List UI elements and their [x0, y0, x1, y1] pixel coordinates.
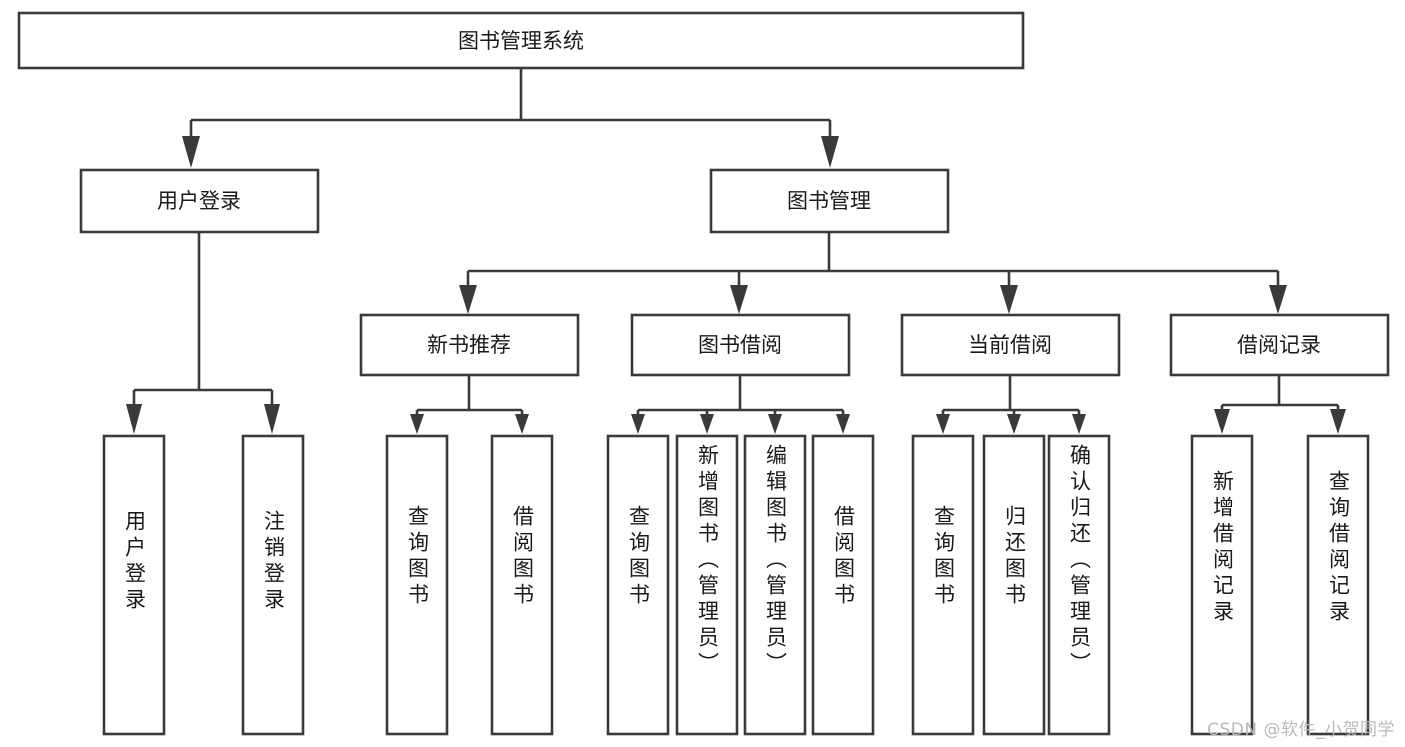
leaf-node-logout[interactable]: [241, 434, 305, 736]
node-root-rect: [17, 11, 1025, 70]
arrow-head-icon: [459, 285, 477, 314]
leaf-rect: [385, 434, 449, 736]
arrow-head-icon: [1007, 414, 1021, 434]
arrow-head-icon: [836, 414, 850, 434]
leaf-rect: [1190, 434, 1254, 736]
arrow-head-icon: [631, 414, 645, 434]
connector-new-book-to-leaves: [410, 375, 529, 434]
leaf-rect: [675, 434, 739, 736]
arrow-head-icon: [1269, 285, 1287, 314]
node-new-book-recommend[interactable]: 新书推荐: [359, 313, 580, 377]
node-book-management[interactable]: 图书管理: [709, 168, 950, 234]
node-root[interactable]: 图书管理系统: [17, 11, 1025, 70]
arrow-head-icon: [821, 136, 839, 168]
leaf-rect: [743, 434, 807, 736]
arrow-head-icon: [410, 414, 424, 434]
node-borrow-record[interactable]: 借阅记录: [1169, 313, 1390, 377]
leaf-rect: [490, 434, 554, 736]
leaf-rect: [102, 434, 166, 736]
node-book-management-label: 图书管理: [787, 189, 871, 213]
arrow-head-icon: [936, 414, 950, 434]
node-new-book-recommend-label: 新书推荐: [427, 333, 511, 357]
arrow-head-icon: [700, 414, 714, 434]
connector-user-login-to-leaves: [126, 232, 280, 434]
node-borrow-record-label: 借阅记录: [1237, 333, 1321, 357]
arrow-head-icon: [1072, 414, 1086, 434]
leaf-node-add-book-admin[interactable]: [675, 434, 739, 736]
leaf-node-borrow-book[interactable]: [811, 434, 875, 736]
leaf-rect: [911, 434, 975, 736]
leaf-node-user-login[interactable]: [102, 434, 166, 736]
leaf-rect: [606, 434, 670, 736]
node-current-borrow[interactable]: 当前借阅: [900, 313, 1121, 377]
node-book-borrow-label: 图书借阅: [698, 333, 782, 357]
leaf-node-query-book-newbook[interactable]: [385, 434, 449, 736]
node-new-book-recommend-rect: [359, 313, 580, 377]
leaf-rect: [982, 434, 1046, 736]
leaf-rect: [241, 434, 305, 736]
leaf-node-return-book[interactable]: [982, 434, 1046, 736]
connector-book-management-to-level3: [459, 232, 1287, 314]
leaf-node-confirm-return-admin[interactable]: [1047, 434, 1111, 736]
leaf-node-query-book-borrow[interactable]: [606, 434, 670, 736]
leaf-rect: [811, 434, 875, 736]
arrow-head-icon: [730, 285, 748, 314]
connector-borrow-record-to-leaves: [1214, 375, 1346, 434]
node-user-login[interactable]: 用户登录: [79, 168, 320, 234]
node-user-login-label: 用户登录: [157, 189, 241, 213]
node-current-borrow-label: 当前借阅: [968, 333, 1052, 357]
arrow-head-icon: [264, 404, 280, 434]
arrow-head-icon: [768, 414, 782, 434]
arrow-head-icon: [126, 404, 142, 434]
node-root-label: 图书管理系统: [458, 29, 584, 53]
node-user-login-rect: [79, 168, 320, 234]
arrow-head-icon: [1000, 285, 1018, 314]
arrow-head-icon: [1214, 409, 1230, 434]
leaf-node-query-borrow-record[interactable]: [1306, 434, 1370, 736]
leaf-rect: [1047, 434, 1111, 736]
leaf-node-edit-book-admin[interactable]: [743, 434, 807, 736]
arrow-head-icon: [1330, 409, 1346, 434]
leaf-rect: [1306, 434, 1370, 736]
leaf-node-query-book-current[interactable]: [911, 434, 975, 736]
node-current-borrow-rect: [900, 313, 1121, 377]
arrow-head-icon: [515, 414, 529, 434]
connector-root-to-level2: [182, 68, 839, 168]
connector-current-borrow-to-leaves: [936, 375, 1086, 434]
connector-book-borrow-to-leaves: [631, 375, 850, 434]
node-book-borrow[interactable]: 图书借阅: [630, 313, 851, 377]
leaf-node-borrow-book-newbook[interactable]: [490, 434, 554, 736]
leaf-node-add-borrow-record[interactable]: [1190, 434, 1254, 736]
arrow-head-icon: [182, 136, 200, 168]
watermark: CSDN @软件_小贺同学: [1207, 720, 1395, 740]
